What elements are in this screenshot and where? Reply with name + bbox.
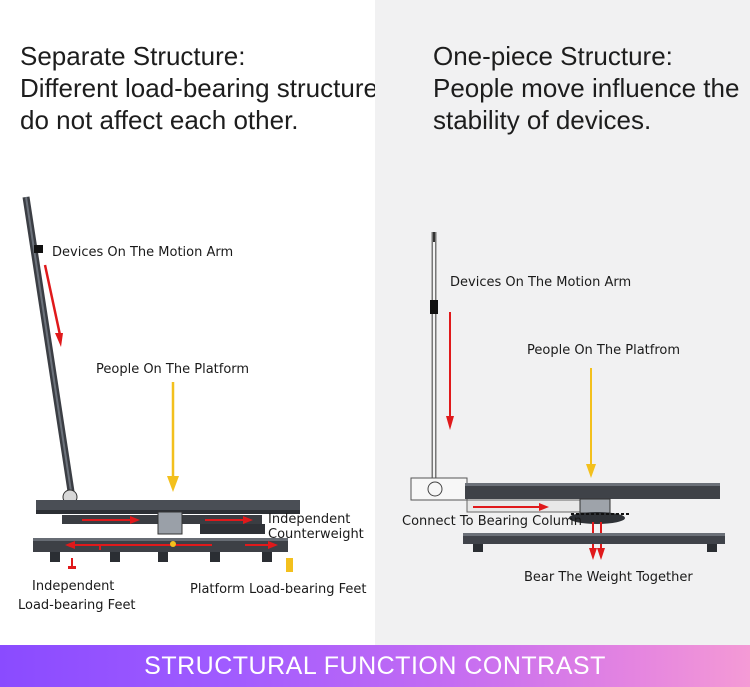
label-bear: Bear The Weight Together <box>524 570 693 585</box>
column-red-arrow <box>446 312 454 430</box>
label-feet-2: Load-bearing Feet <box>18 598 136 613</box>
left-heading-line-1: Separate Structure: <box>20 41 246 71</box>
people-yellow-arrow <box>167 382 179 492</box>
base-right <box>463 533 725 552</box>
left-heading-line-3: do not affect each other. <box>20 105 299 135</box>
arm-red-arrow <box>43 264 63 347</box>
people-yellow-arrow-right <box>586 368 596 478</box>
right-heading-line-2: People move influence the <box>433 73 740 103</box>
label-platform-feet: Platform Load-bearing Feet <box>190 582 367 597</box>
label-people-left: People On The Platform <box>96 362 250 377</box>
right-heading-line-1: One-piece Structure: <box>433 41 673 71</box>
label-devices-left: Devices On The Motion Arm <box>52 245 234 260</box>
platform-right <box>465 483 720 499</box>
label-connect: Connect To Bearing Column <box>402 514 582 529</box>
counterweight-assembly <box>62 511 265 535</box>
right-heading-line-3: stability of devices. <box>433 105 652 135</box>
connecting-beam <box>466 499 588 513</box>
right-heading: One-piece Structure: People move influen… <box>433 40 750 136</box>
footer-banner: STRUCTURAL FUNCTION CONTRAST <box>0 645 750 687</box>
bearing-column <box>569 498 631 524</box>
label-devices-right: Devices On The Motion Arm <box>450 275 632 290</box>
base-frame <box>33 538 293 572</box>
label-counterweight-1: Independent <box>268 512 351 527</box>
right-panel: One-piece Structure: People move influen… <box>375 0 750 645</box>
left-heading: Separate Structure: Different load-beari… <box>20 40 391 136</box>
column-bracket <box>410 477 468 501</box>
left-panel: Separate Structure: Different load-beari… <box>0 0 391 645</box>
label-feet-1: Independent <box>32 579 115 594</box>
footer-title: STRUCTURAL FUNCTION CONTRAST <box>144 651 606 680</box>
label-people-right: People On The Platfrom <box>527 343 681 358</box>
separate-structure-illustration <box>22 196 300 572</box>
left-heading-line-2: Different load-bearing structures <box>20 73 391 103</box>
one-piece-structure-illustration <box>410 232 725 560</box>
motion-arm <box>22 196 78 505</box>
label-counterweight-2: Counterweight <box>268 527 364 542</box>
vertical-column <box>430 232 438 478</box>
